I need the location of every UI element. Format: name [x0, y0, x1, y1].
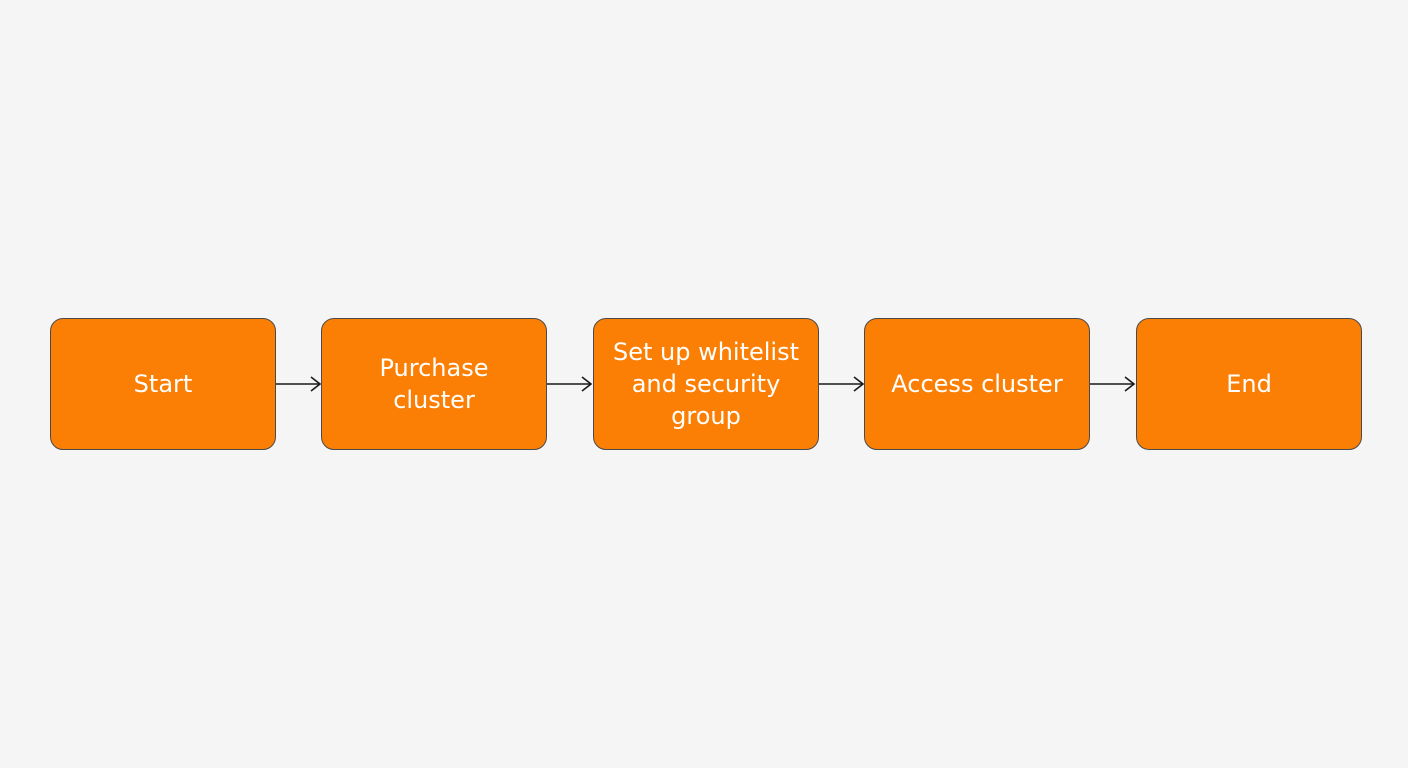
node-purchase-cluster-label: Purchase cluster — [379, 354, 489, 414]
arrow-purchase-to-whitelist — [547, 376, 593, 392]
node-purchase-cluster: Purchase cluster — [321, 318, 547, 450]
node-start-label: Start — [133, 370, 193, 398]
node-end: End — [1136, 318, 1362, 450]
arrow-whitelist-to-access — [819, 376, 865, 392]
arrow-start-to-purchase — [276, 376, 322, 392]
arrow-access-to-end — [1090, 376, 1136, 392]
node-end-label: End — [1226, 370, 1272, 398]
node-set-up-whitelist: Set up whitelist and security group — [593, 318, 819, 450]
node-access-cluster: Access cluster — [864, 318, 1090, 450]
node-access-cluster-label: Access cluster — [891, 370, 1063, 398]
node-set-up-whitelist-label: Set up whitelist and security group — [612, 338, 800, 430]
node-start: Start — [50, 318, 276, 450]
